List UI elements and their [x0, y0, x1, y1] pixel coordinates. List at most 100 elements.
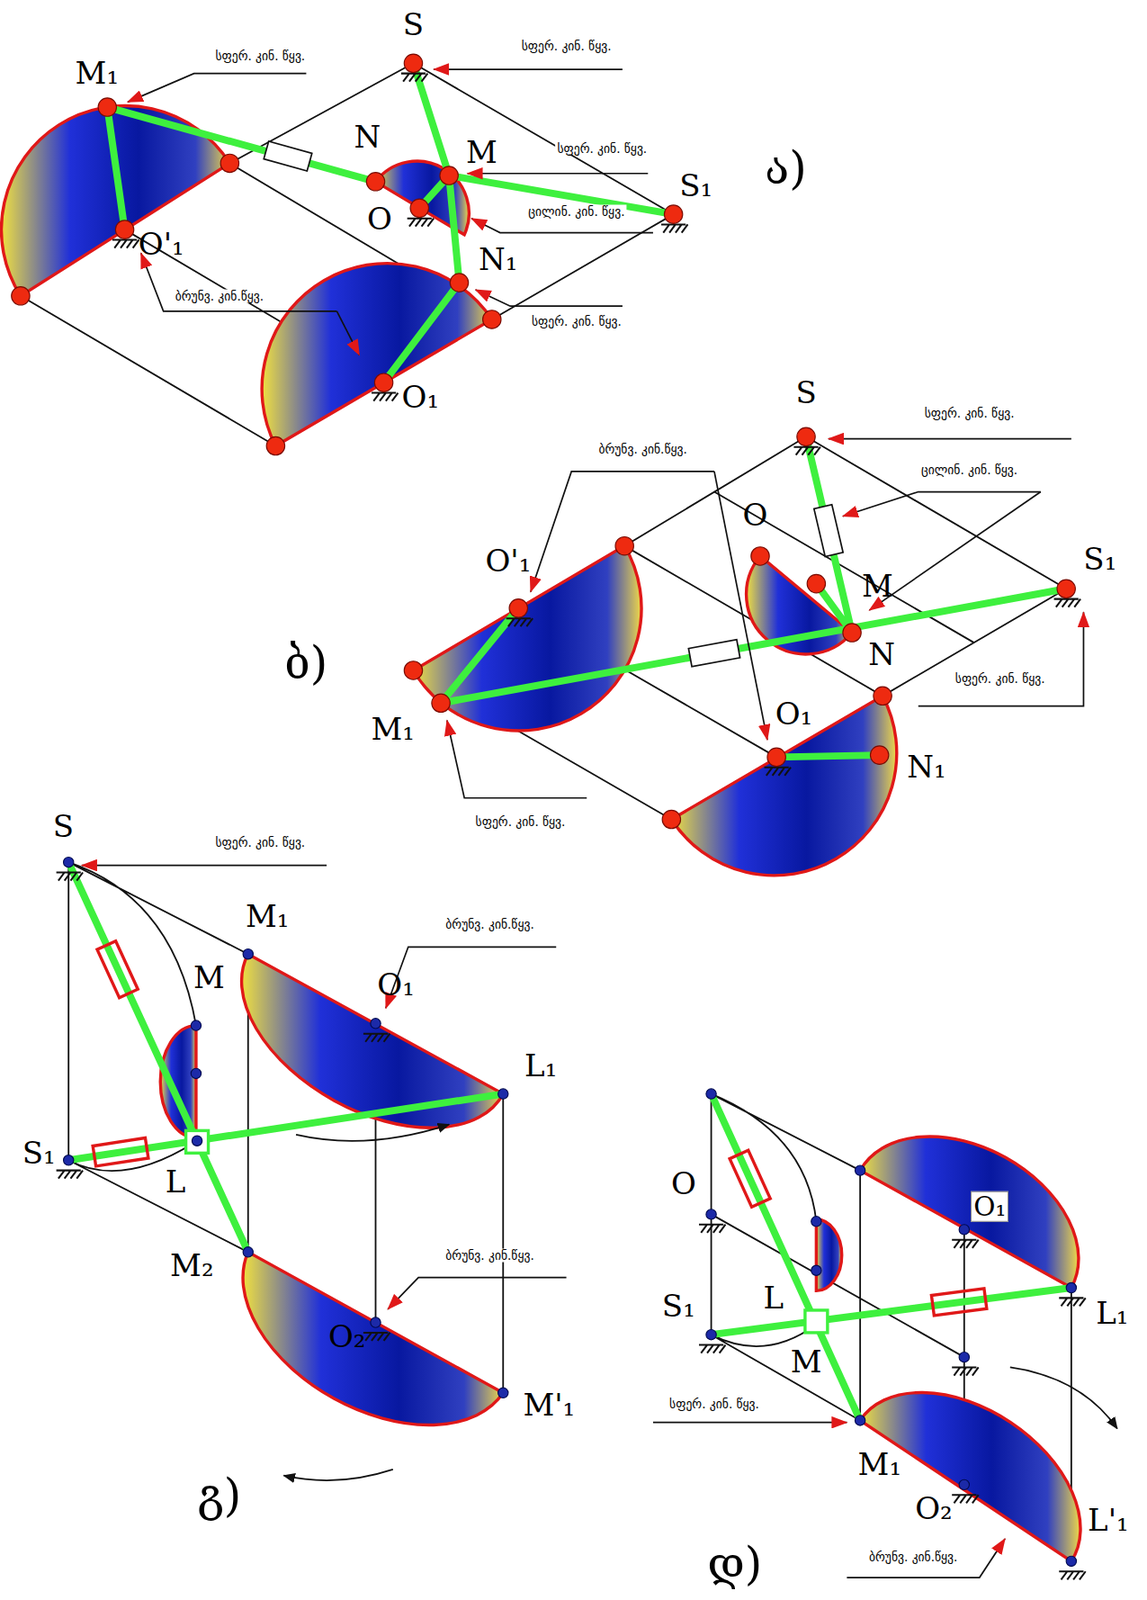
- point-label: M₁: [245, 899, 289, 933]
- ground-symbol: [363, 1033, 390, 1042]
- ground-symbol: [112, 239, 139, 248]
- point-label: S: [795, 376, 816, 410]
- joint-dot: [958, 1224, 969, 1235]
- joint-dot: [366, 172, 385, 191]
- callout-leader: [81, 865, 567, 1309]
- joint-dot: [370, 1317, 381, 1327]
- joint-dot: [190, 1067, 201, 1078]
- point-label: S₁: [1083, 542, 1117, 576]
- joint-dot: [220, 153, 239, 172]
- point-label: S₁: [679, 169, 713, 203]
- joint-dot: [115, 220, 134, 239]
- joint-dot: [873, 686, 892, 705]
- point-label: L₁: [1095, 1296, 1129, 1330]
- figure-b: [403, 427, 1084, 876]
- rotation-arrow: [1010, 1366, 1118, 1428]
- link-bar: [440, 436, 1067, 757]
- joint-dot: [403, 427, 1076, 829]
- joint-dot: [63, 857, 509, 1398]
- ground-symbol: [56, 872, 83, 881]
- callout-label: სფერ. კინ. წყვ.: [213, 834, 307, 849]
- point-label: O₁: [402, 381, 440, 415]
- callout-leader: [918, 611, 1085, 706]
- point-label: M₁: [370, 712, 414, 746]
- joint-dot: [509, 599, 528, 618]
- rotation-arrow: [1010, 1366, 1118, 1428]
- point-label: O₂: [328, 1319, 367, 1354]
- figure-a: [1, 53, 689, 456]
- joint-dot: [854, 1164, 865, 1175]
- ground-symbol: [56, 1170, 83, 1179]
- point-label: M₂: [170, 1248, 214, 1282]
- joint-dot: [266, 436, 285, 455]
- crank-disc: [860, 1136, 1079, 1288]
- callout-leader: [475, 289, 623, 306]
- ground-symbol: [1058, 1297, 1085, 1306]
- callout-label: სფერ. კინ. წყვ.: [953, 672, 1048, 686]
- point-label: M₁: [75, 56, 119, 90]
- slider-sleeve: [729, 1149, 771, 1207]
- joint-dot: [751, 546, 770, 565]
- ground-symbol: [951, 1494, 978, 1503]
- figure-c: [56, 857, 567, 1481]
- rotation-arrow: [283, 1469, 393, 1480]
- figure-label: ბ): [284, 638, 328, 689]
- joint-dot: [98, 98, 117, 117]
- point-label: N₁: [478, 243, 518, 278]
- crank-disc: [261, 263, 493, 447]
- callout-label: სფერ. კინ. წყვ.: [519, 39, 614, 54]
- joint-dot: [869, 745, 888, 764]
- point-label: M: [790, 1345, 823, 1380]
- ground-symbol: [112, 73, 689, 402]
- point-label: M'₁: [522, 1388, 575, 1422]
- joint-dot: [706, 1209, 717, 1219]
- callout-leader: [653, 1422, 1005, 1578]
- ground-symbol: [951, 1239, 978, 1248]
- ground-symbol: [698, 1344, 726, 1354]
- point-label: M: [465, 135, 498, 170]
- point-label: O: [367, 202, 393, 236]
- callout-label: ბრუნვ. კინ.წყვ.: [443, 1248, 536, 1263]
- joint-dot: [811, 1216, 822, 1227]
- figure-label: ა): [764, 143, 807, 194]
- callout-leader: [447, 439, 1085, 798]
- joint-dot: [242, 949, 253, 959]
- joint-dot: [1066, 1281, 1076, 1292]
- point-label: S₁: [662, 1289, 696, 1323]
- ground-symbol: [407, 218, 434, 227]
- callout-leader: [471, 218, 654, 233]
- joint-dot: [1057, 579, 1076, 598]
- callout-label: ცილინ. კინ. წყვ.: [919, 462, 1020, 476]
- link-bar: [107, 62, 673, 383]
- ground-symbol: [56, 872, 391, 1341]
- point-label: L₁: [524, 1049, 557, 1084]
- frame-line: [412, 436, 1067, 819]
- point-label: L: [763, 1281, 785, 1315]
- callout-label: სფერ. კინ. წყვ.: [213, 49, 307, 63]
- joint-dot: [63, 857, 74, 868]
- slider-sleeve: [92, 1138, 149, 1166]
- point-label: O₁: [775, 697, 814, 731]
- callout-leader: [530, 471, 715, 592]
- ground-symbol: [764, 767, 791, 776]
- ground-symbol: [401, 73, 428, 82]
- slider-sleeve: [97, 940, 138, 998]
- joint-dot: [662, 809, 681, 828]
- link-bar: [68, 861, 503, 1252]
- joint-dot: [615, 536, 634, 555]
- joint-dot: [498, 1387, 509, 1398]
- point-label: S: [53, 809, 74, 843]
- callout-label: ბრუნვ. კინ.წყვ.: [443, 916, 536, 931]
- figure-d: [653, 1088, 1118, 1579]
- joint-dot: [806, 573, 825, 592]
- joint-dot: [191, 1135, 202, 1146]
- joint-dot: [11, 286, 30, 305]
- joint-dot: [706, 1088, 1077, 1567]
- joint-dot: [483, 310, 502, 329]
- callout-leader: [433, 68, 623, 71]
- point-label: N: [868, 637, 896, 672]
- joint-dot: [370, 1018, 381, 1029]
- joint-dot: [439, 166, 458, 185]
- joint-dot: [498, 1088, 509, 1099]
- joint-dot: [410, 198, 429, 217]
